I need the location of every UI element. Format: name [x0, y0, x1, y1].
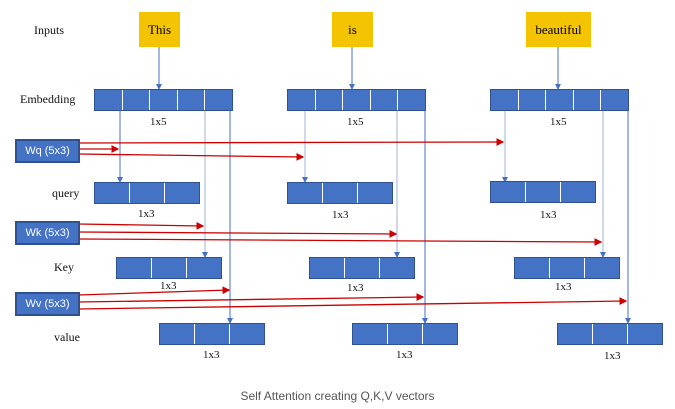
row-label-value: value [54, 330, 80, 344]
weight-arrow [77, 238, 603, 246]
query-dim-label: 1x3 [332, 209, 349, 221]
weight-arrow [77, 297, 628, 310]
value-dim-label: 1x3 [396, 349, 413, 361]
wk-matrix: Wk (5x3) [15, 221, 80, 245]
query-dim-label: 1x3 [540, 209, 557, 221]
token-beautiful: beautiful [526, 12, 591, 47]
row-label-embedding: Embedding [20, 92, 76, 106]
figure-caption: Self Attention creating Q,K,V vectors [240, 389, 435, 403]
row-label-key: Key [54, 260, 74, 274]
embedding-vector [94, 89, 233, 111]
key-dim-label: 1x3 [347, 282, 364, 294]
embedding-dim-label: 1x5 [550, 116, 567, 128]
wv-matrix: Wv (5x3) [15, 292, 80, 316]
token-this: This [139, 12, 180, 47]
token-is: is [332, 12, 373, 47]
key-dim-label: 1x3 [555, 281, 572, 293]
query-vector [287, 182, 393, 204]
value-dim-label: 1x3 [604, 350, 621, 362]
key-vector [309, 257, 415, 279]
wq-matrix: Wq (5x3) [15, 139, 80, 163]
query-vector [490, 181, 596, 203]
value-vector [557, 323, 663, 345]
weight-arrow [77, 221, 205, 230]
value-vector [352, 323, 458, 345]
key-vector [116, 257, 222, 279]
weight-arrow [77, 286, 231, 296]
weight-arrow [77, 153, 305, 161]
query-vector [94, 182, 200, 204]
row-label-inputs: Inputs [34, 23, 64, 37]
embedding-dim-label: 1x5 [150, 116, 167, 128]
embedding-vector [490, 89, 629, 111]
weight-arrow [77, 230, 398, 238]
embedding-dim-label: 1x5 [347, 116, 364, 128]
key-vector [514, 257, 620, 279]
row-label-query: query [52, 186, 80, 200]
embedding-vector [287, 89, 426, 111]
value-dim-label: 1x3 [203, 349, 220, 361]
query-dim-label: 1x3 [138, 208, 155, 220]
weight-arrow [77, 138, 505, 146]
key-dim-label: 1x3 [160, 280, 177, 292]
value-vector [159, 323, 265, 345]
weight-arrow [77, 293, 425, 303]
